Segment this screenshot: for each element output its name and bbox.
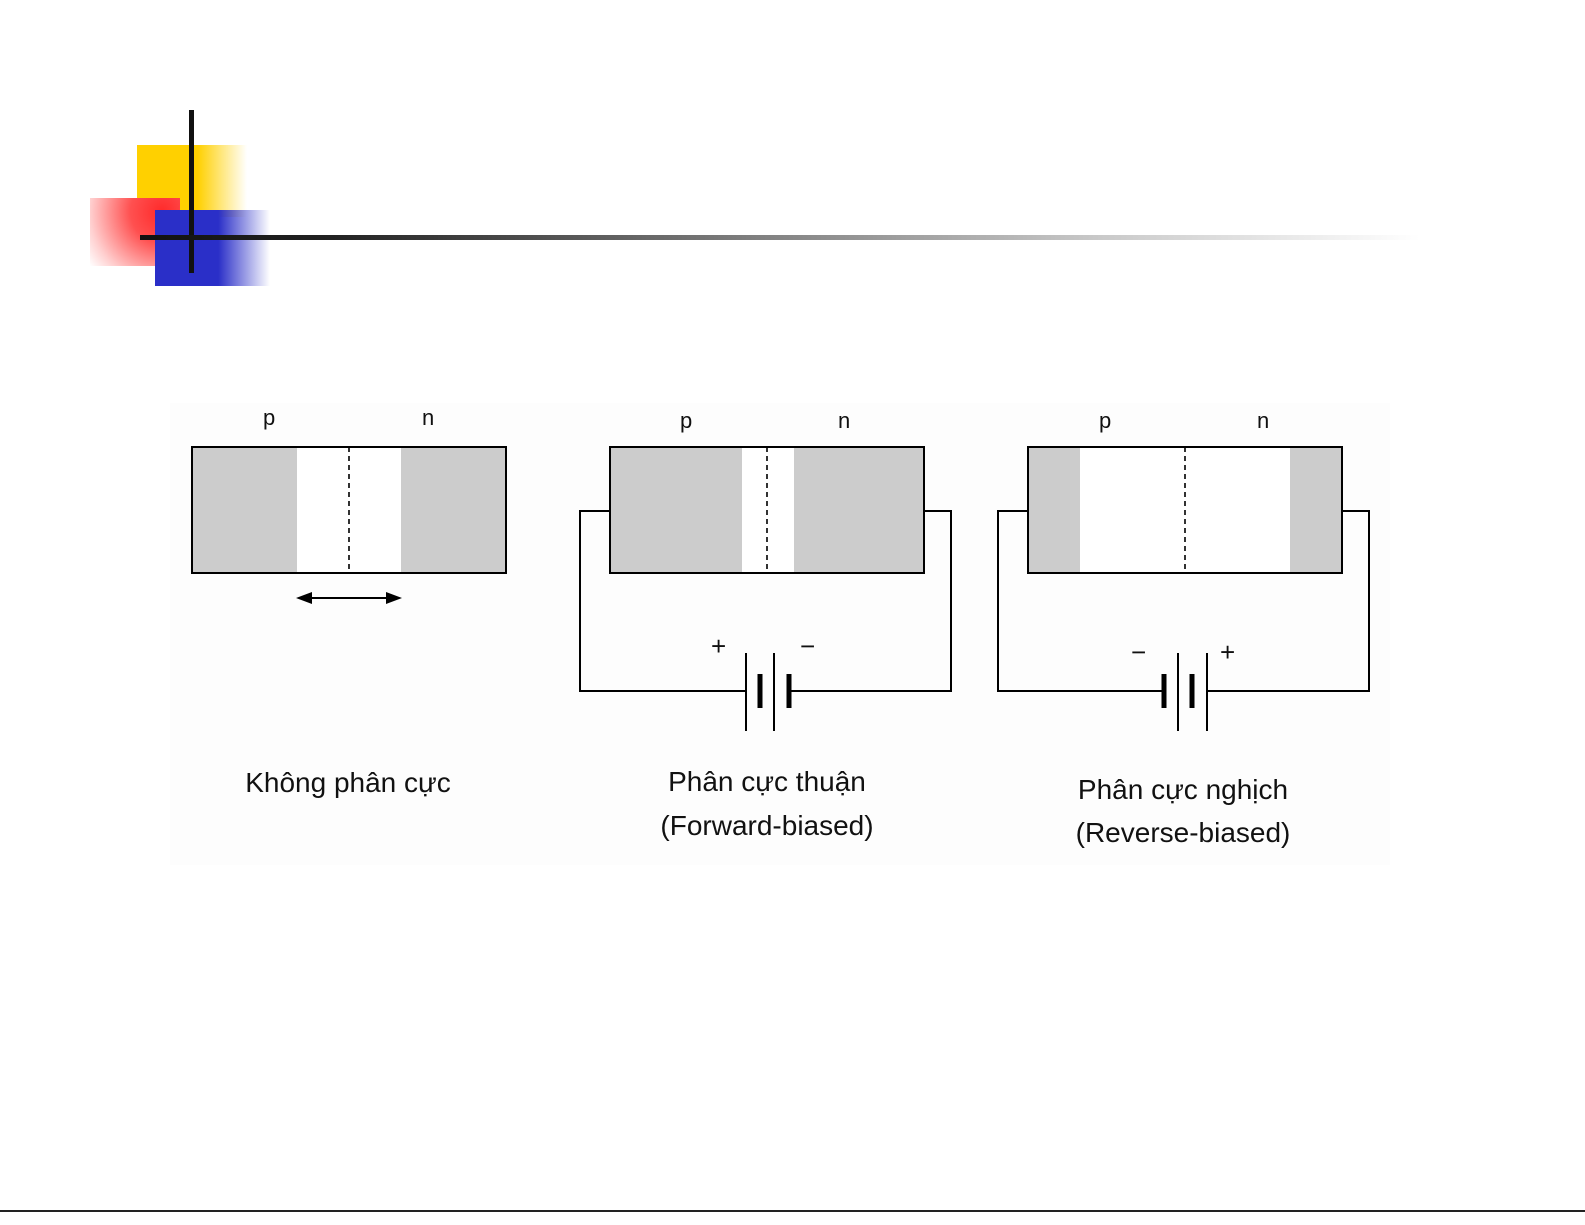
battery-forward	[746, 653, 789, 731]
n-region-label: n	[1257, 408, 1269, 434]
logo-vertical-rule	[189, 110, 194, 273]
p-region-label: p	[680, 408, 692, 434]
battery-plus-sign: +	[711, 631, 726, 662]
n-region-label: n	[838, 408, 850, 434]
caption-reverse-line1: Phân cực nghịch	[1023, 768, 1343, 812]
bottom-rule	[0, 1210, 1585, 1212]
caption-unbiased: Không phân cực	[188, 761, 508, 805]
title-rule	[140, 235, 1420, 240]
panel-reverse	[998, 447, 1369, 731]
battery-plus-sign: +	[1220, 637, 1235, 668]
battery-minus-sign: −	[800, 631, 815, 662]
battery-minus-sign: −	[1131, 637, 1146, 668]
pn-junction-figure: p n Không phân cực p n + − Phân cực thuậ…	[170, 403, 1390, 865]
n-region-label: n	[422, 405, 434, 431]
p-region-label: p	[1099, 408, 1111, 434]
panel-forward	[580, 447, 951, 731]
p-region-label: p	[263, 405, 275, 431]
width-arrow	[296, 592, 402, 604]
caption-reverse-line2: (Reverse-biased)	[1023, 811, 1343, 855]
depletion-region-forward	[742, 447, 794, 573]
caption-forward-line1: Phân cực thuận	[607, 760, 927, 804]
panel-unbiased	[192, 447, 506, 604]
battery-reverse	[1164, 653, 1207, 731]
caption-forward-line2: (Forward-biased)	[607, 804, 927, 848]
logo-square-blue	[155, 210, 270, 286]
